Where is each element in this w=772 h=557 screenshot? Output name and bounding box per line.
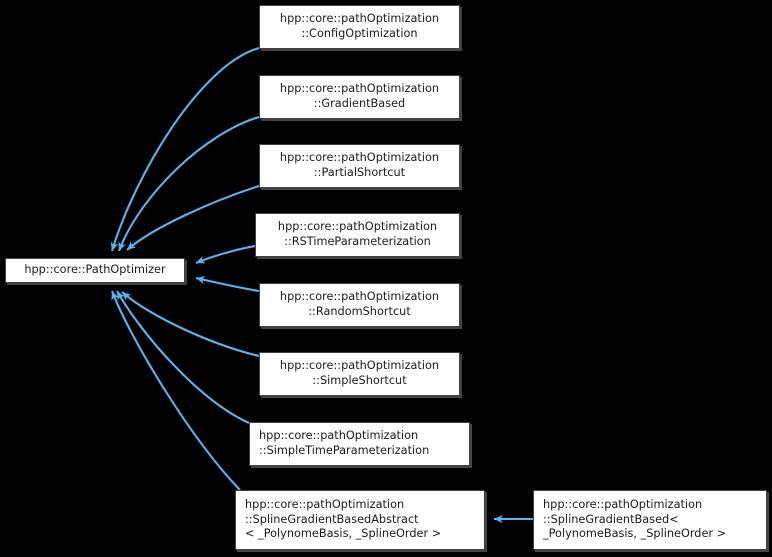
- node-label-line: ::SimpleTimeParameterization: [259, 444, 430, 457]
- node-label-line: ::ConfigOptimization: [301, 27, 418, 40]
- node-label-line: hpp::core::pathOptimization: [279, 290, 440, 304]
- node-label-line: ::RSTimeParameterization: [284, 235, 431, 248]
- node-rs-time-parameterization[interactable]: hpp::core::pathOptimization ::RSTimePara…: [255, 213, 460, 257]
- node-gradient-based[interactable]: hpp::core::pathOptimization ::GradientBa…: [259, 75, 460, 119]
- node-label-line: < _PolynomeBasis, _SplineOrder >: [245, 527, 442, 541]
- node-label: hpp::core::PathOptimizer: [24, 263, 166, 277]
- node-label-line: hpp::core::pathOptimization: [279, 12, 440, 26]
- edge-partial-shortcut-to-path-optimizer: [126, 184, 260, 251]
- node-label-line: ::SplineGradientBased<: [543, 512, 679, 526]
- node-label-line: hpp::core::pathOptimization: [259, 429, 419, 443]
- node-config-optimization[interactable]: hpp::core::pathOptimization ::ConfigOpti…: [259, 5, 460, 49]
- node-label-line: hpp::core::pathOptimization: [279, 82, 440, 96]
- node-label-line: hpp::core::pathOptimization: [279, 359, 440, 373]
- node-label-line: hpp::core::pathOptimization: [279, 151, 440, 165]
- edge-simple-time-parameterization-to-path-optimizer: [116, 290, 250, 424]
- edge-rs-time-parameterization-to-path-optimizer: [195, 244, 256, 264]
- node-label-line: hpp::core::pathOptimization: [543, 498, 703, 512]
- node-label-line: ::SplineGradientBasedAbstract: [245, 512, 419, 526]
- edge-config-optimization-to-path-optimizer: [110, 46, 260, 252]
- edge-gradient-based-to-path-optimizer: [118, 115, 260, 252]
- node-partial-shortcut[interactable]: hpp::core::pathOptimization ::PartialSho…: [259, 144, 460, 188]
- node-simple-shortcut[interactable]: hpp::core::pathOptimization ::SimpleShor…: [259, 352, 460, 396]
- node-spline-gradient-based-abstract[interactable]: hpp::core::pathOptimization ::SplineGrad…: [235, 490, 485, 550]
- node-label-line: ::GradientBased: [313, 97, 406, 110]
- edge-simple-shortcut-to-path-optimizer: [121, 291, 260, 358]
- node-label-line: ::RandomShortcut: [308, 305, 411, 318]
- node-random-shortcut[interactable]: hpp::core::pathOptimization ::RandomShor…: [259, 283, 460, 327]
- node-simple-time-parameterization[interactable]: hpp::core::pathOptimization ::SimpleTime…: [249, 422, 470, 466]
- edge-random-shortcut-to-path-optimizer: [195, 276, 260, 293]
- node-spline-gradient-based[interactable]: hpp::core::pathOptimization ::SplineGrad…: [533, 490, 767, 550]
- node-path-optimizer[interactable]: hpp::core::PathOptimizer: [5, 258, 185, 283]
- edge-spline-gradient-based-abstract-to-path-optimizer: [111, 290, 241, 491]
- node-label-line: hpp::core::pathOptimization: [277, 220, 438, 234]
- node-label-line: _PolynomeBasis, _SplineOrder >: [543, 527, 727, 541]
- node-label-line: ::PartialShortcut: [313, 166, 406, 179]
- node-label-line: hpp::core::pathOptimization: [245, 498, 405, 512]
- node-label-line: ::SimpleShortcut: [312, 374, 407, 387]
